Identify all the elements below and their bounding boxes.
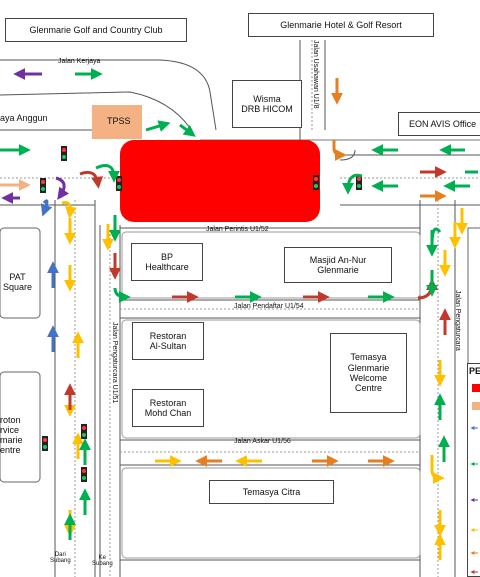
flow-arrow <box>79 170 104 189</box>
pat-square-label: PAT Square <box>3 272 33 292</box>
traffic-light-icon <box>81 424 87 439</box>
road-label-pengaturcara-51: Jalan Pengaturcara U1/51 <box>111 322 118 404</box>
flow-arrow <box>40 199 53 217</box>
glenmarie-golf-label: Glenmarie Golf and Country Club <box>5 18 187 42</box>
block-outlines <box>0 227 480 577</box>
eon-avis-label: EON AVIS Office <box>398 112 480 136</box>
road-closure-zone <box>120 140 320 222</box>
tpss-label: TPSS <box>107 116 131 126</box>
temasya-citra-label: Temasya Citra <box>209 480 334 504</box>
traffic-light-icon <box>356 175 362 190</box>
flow-arrow <box>145 120 171 132</box>
traffic-light-icon <box>313 175 319 190</box>
ke-subang-label: Ke Subang <box>92 555 113 567</box>
glenmarie-hotel-label: Glenmarie Hotel & Golf Resort <box>248 13 434 37</box>
flow-arrow <box>430 455 445 484</box>
temasya-welcome-label: Temasya Glenmarie Welcome Centre <box>330 333 407 413</box>
flow-arrow <box>95 164 120 183</box>
traffic-light-icon <box>61 146 67 161</box>
legend-title: PE <box>469 366 480 376</box>
proton-centre-label: roton rvice marie entre <box>0 415 23 455</box>
masjid-label: Masjid An-Nur Glenmarie <box>284 247 392 283</box>
flow-arrow <box>342 173 363 195</box>
traffic-light-icon <box>81 467 87 482</box>
bp-healthcare-label: BP Healthcare <box>131 243 203 281</box>
flow-arrow <box>113 287 131 303</box>
traffic-light-icon <box>40 178 46 193</box>
flow-arrow <box>179 123 196 137</box>
traffic-light-icon <box>116 176 122 191</box>
road-label-pendaftar: Jalan Pendaftar U1/54 <box>234 303 304 310</box>
restoran-al-sultan-label: Restoran Al-Sultan <box>132 322 204 360</box>
flow-arrow <box>332 140 347 161</box>
road-label-pengaturcara-right: Jalan Pengaturcara <box>454 290 461 351</box>
road-label-askar: Jalan Askar U1/56 <box>234 438 291 445</box>
legend-panel <box>467 363 480 577</box>
tpss-box <box>92 105 142 139</box>
flow-arrow <box>55 176 70 200</box>
restoran-mohd-chan-label: Restoran Mohd Chan <box>132 389 204 427</box>
flow-arrow <box>61 201 77 219</box>
road-label-kerjaya: Jalan Kerjaya <box>58 58 101 65</box>
traffic-light-icon <box>42 436 48 451</box>
road-label-ushahawan: Jalan Usahawan U1/8 <box>312 40 319 109</box>
traffic-flow-arrows <box>0 68 478 560</box>
wisma-drb-hicom-label: Wisma DRB HICOM <box>232 80 302 128</box>
road-label-perintis: Jalan Perintis U1/52 <box>206 226 269 233</box>
dari-subang-label: Dari Subang <box>50 552 71 564</box>
road-label-anggun: aya Anggun <box>0 113 48 123</box>
traffic-lights <box>40 146 362 482</box>
